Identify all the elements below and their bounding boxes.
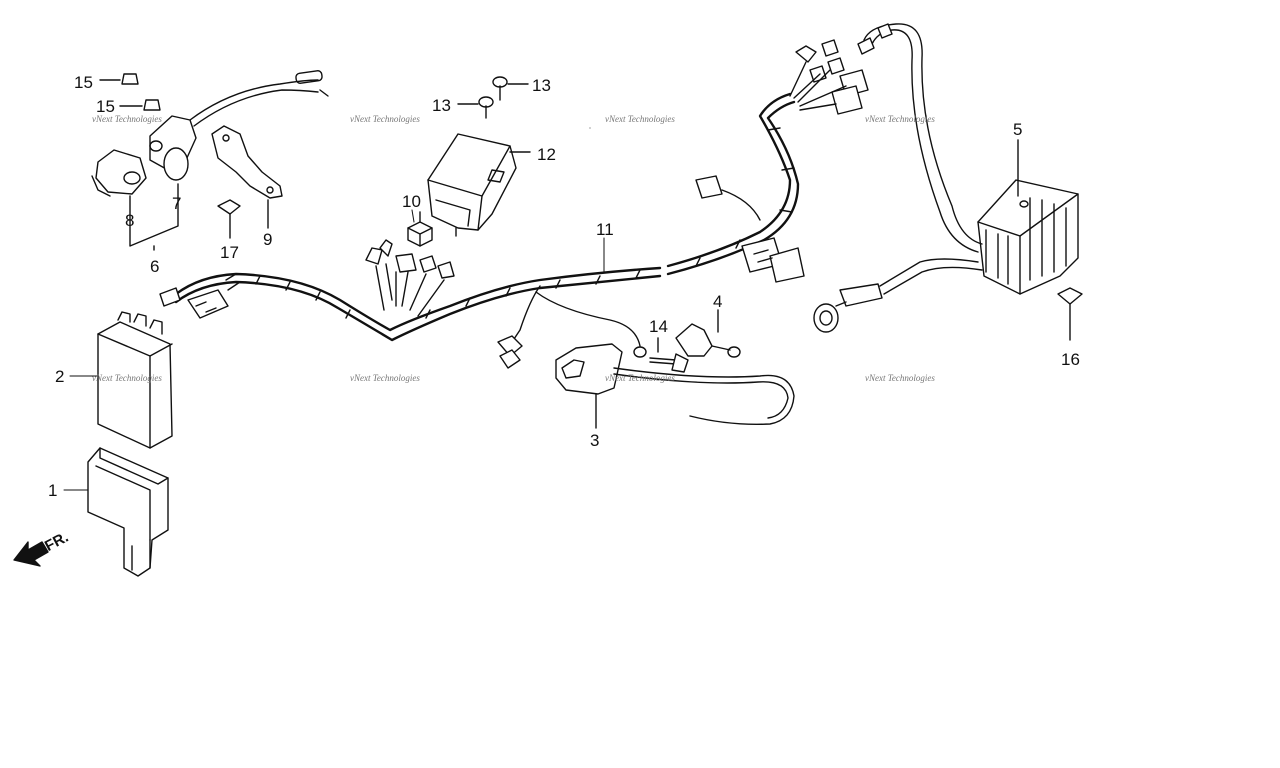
callout-10: 10 bbox=[402, 192, 421, 211]
callout-1: 1 bbox=[48, 481, 58, 500]
callout-2: 2 bbox=[55, 367, 65, 386]
part-16-bolt bbox=[1058, 288, 1082, 340]
callout-15-lower: 15 bbox=[96, 97, 115, 116]
part-3-ignition-coil bbox=[556, 344, 794, 428]
watermark: vNext Technologies bbox=[865, 114, 935, 124]
watermark: vNext Technologies bbox=[92, 114, 162, 124]
part-4-plug-cap bbox=[676, 310, 740, 357]
leader-lines bbox=[64, 128, 1018, 490]
callout-6: 6 bbox=[150, 257, 160, 276]
part-2-cdi-unit bbox=[98, 312, 172, 448]
callout-13-upper: 13 bbox=[532, 76, 551, 95]
watermark: vNext Technologies bbox=[605, 373, 675, 383]
callout-11: 11 bbox=[596, 220, 614, 239]
watermark: vNext Technologies bbox=[865, 373, 935, 383]
callout-3: 3 bbox=[590, 431, 600, 450]
callout-9: 9 bbox=[263, 230, 273, 249]
callout-14: 14 bbox=[649, 317, 668, 336]
watermark: vNext Technologies bbox=[350, 373, 420, 383]
callout-17: 17 bbox=[220, 243, 239, 262]
callout-7: 7 bbox=[172, 194, 182, 213]
part-11-wire-harness bbox=[160, 40, 868, 368]
part-8-switch-body bbox=[92, 150, 146, 196]
watermark: vNext Technologies bbox=[605, 114, 675, 124]
part-15-screw-upper bbox=[100, 74, 138, 84]
callout-8: 8 bbox=[125, 211, 135, 230]
part-9-plate bbox=[212, 126, 282, 228]
part-15-screw-lower bbox=[120, 100, 160, 110]
part-14-bolt bbox=[650, 338, 688, 372]
front-arrow bbox=[14, 542, 48, 566]
callout-4: 4 bbox=[713, 292, 723, 311]
callout-13-lower: 13 bbox=[432, 96, 451, 115]
part-7-switch-cap bbox=[150, 70, 328, 180]
part-5-regulator bbox=[814, 24, 1078, 332]
part-10-relay bbox=[408, 212, 432, 246]
callout-16: 16 bbox=[1061, 350, 1080, 369]
part-1-bracket bbox=[88, 448, 168, 576]
part-17-bolt bbox=[218, 200, 240, 238]
watermark: vNext Technologies bbox=[92, 373, 162, 383]
part-13-screw-upper bbox=[493, 77, 528, 100]
callout-5: 5 bbox=[1013, 120, 1023, 139]
part-12-fuse-box bbox=[428, 134, 530, 236]
watermark: vNext Technologies bbox=[350, 114, 420, 124]
part-13-screw-lower bbox=[458, 97, 493, 118]
callout-12: 12 bbox=[537, 145, 556, 164]
callout-15-upper: 15 bbox=[74, 73, 93, 92]
